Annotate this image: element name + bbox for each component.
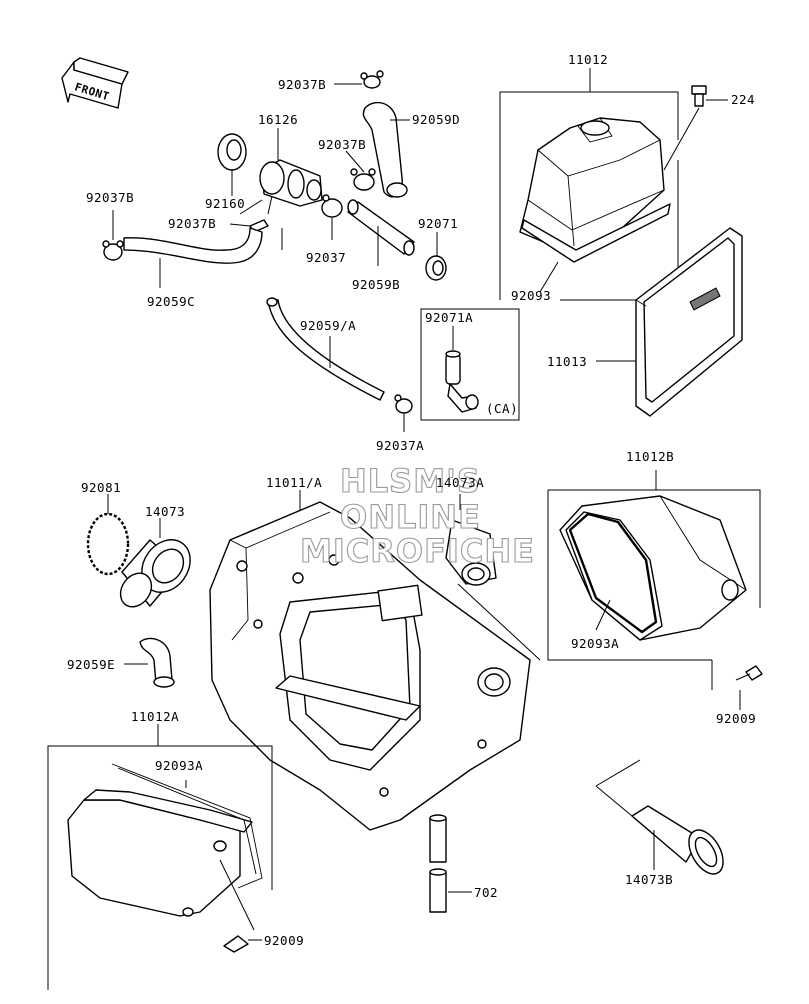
watermark: HLSM'S ONLINE MICROFICHE bbox=[299, 461, 535, 570]
valve-16126 bbox=[259, 128, 323, 215]
callout-92093A-left: 92093A bbox=[155, 758, 203, 773]
callout-92037B-left: 92037B bbox=[86, 190, 134, 205]
callout-92059E: 92059E bbox=[67, 657, 115, 672]
breather-hoses-group bbox=[102, 70, 447, 432]
callout-92059A: 92059/A bbox=[300, 318, 356, 333]
callout-11011A: 11011/A bbox=[266, 475, 322, 490]
callout-92009-right: 92009 bbox=[716, 711, 756, 726]
callout-92081: 92081 bbox=[81, 480, 121, 495]
intake-duct-14073A bbox=[445, 494, 541, 661]
callout-92093A-right: 92093A bbox=[571, 636, 619, 651]
watermark-line-2: ONLINE bbox=[340, 498, 481, 536]
callout-92037B-mid: 92037B bbox=[318, 137, 366, 152]
callout-11012B: 11012B bbox=[626, 449, 674, 464]
callout-92037A: 92037A bbox=[376, 438, 424, 453]
air-filter-element-11013 bbox=[596, 227, 743, 417]
callout-224: 224 bbox=[731, 92, 755, 107]
watermark-line-3: MICROFICHE bbox=[300, 532, 535, 570]
elbow-hose-92059E bbox=[124, 637, 175, 688]
callout-92059D: 92059D bbox=[412, 112, 460, 127]
callout-92071: 92071 bbox=[418, 216, 458, 231]
callout-92071A: 92071A bbox=[425, 310, 473, 325]
hose-clamp-icon bbox=[360, 70, 384, 89]
callout-92160: 92160 bbox=[205, 196, 245, 211]
callout-92093: 92093 bbox=[511, 288, 551, 303]
hose-clamp-icon bbox=[350, 168, 376, 191]
callout-11013: 11013 bbox=[547, 354, 587, 369]
callout-92037B-small: 92037B bbox=[168, 216, 216, 231]
air-cleaner-cover-11012B bbox=[547, 470, 763, 710]
drain-tube-702 bbox=[429, 814, 472, 913]
air-cleaner-cover-11012A bbox=[47, 724, 273, 990]
hose-clamp-icon bbox=[321, 194, 343, 218]
hose-clamp-icon bbox=[394, 394, 413, 414]
callout-92037: 92037 bbox=[306, 250, 346, 265]
breather-fitting-92071A-box bbox=[420, 308, 520, 421]
callout-702: 702 bbox=[474, 885, 498, 900]
callout-14073: 14073 bbox=[145, 504, 185, 519]
callout-labels: 11012 224 92037B 92059D 16126 92037B 921… bbox=[67, 52, 756, 948]
intake-duct-14073 bbox=[86, 494, 191, 608]
mesh-patch bbox=[689, 287, 721, 311]
callout-92037B-top: 92037B bbox=[278, 77, 326, 92]
variant-label-ca: (CA) bbox=[486, 401, 518, 416]
air-cleaner-cover-11012 bbox=[499, 68, 728, 301]
front-arrow-icon: FRONT bbox=[61, 57, 129, 109]
callout-92059C: 92059C bbox=[147, 294, 195, 309]
intake-duct-14073B bbox=[595, 759, 724, 875]
callout-16126: 16126 bbox=[258, 112, 298, 127]
callout-11012: 11012 bbox=[568, 52, 608, 67]
callout-14073A: 14073A bbox=[436, 475, 484, 490]
grommet-92160 bbox=[217, 133, 247, 196]
callout-92059B: 92059B bbox=[352, 277, 400, 292]
air-cleaner-housing-11011A bbox=[209, 490, 531, 831]
watermark-line-1: HLSM'S bbox=[340, 462, 481, 500]
callout-11012A: 11012A bbox=[131, 709, 179, 724]
callout-92009-bottom: 92009 bbox=[264, 933, 304, 948]
hose-clamp-icon bbox=[102, 240, 124, 261]
callout-14073B: 14073B bbox=[625, 872, 673, 887]
